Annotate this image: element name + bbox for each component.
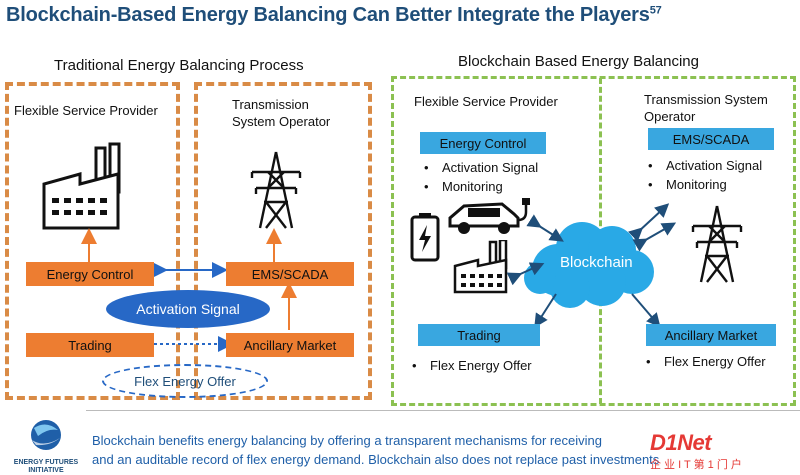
footer-line-2: and an auditable record of flex energy d… [92,452,660,467]
ancillary-bullets: Flex Energy Offer [646,352,766,371]
tso-bullets: Activation Signal Monitoring [648,156,762,194]
fsp-label-left: Flexible Service Provider [14,103,158,118]
watermark-brand: D1Net [650,430,712,455]
trading-box-right: Trading [418,324,540,346]
list-item: Monitoring [424,177,538,196]
energy-control-box-right: Energy Control [420,132,546,154]
tso-frame-left [194,82,372,400]
list-item: Activation Signal [648,156,762,175]
footer-line-1: Blockchain benefits energy balancing by … [92,433,602,448]
tso-label-left: Transmission System Operator [232,97,331,129]
fsp-label-right: Flexible Service Provider [414,94,558,109]
ems-scada-box-right: EMS/SCADA [648,128,774,150]
globe-icon [31,420,61,450]
battery-icon [410,213,440,262]
list-item: Flex Energy Offer [646,352,766,371]
page-title: Blockchain-Based Energy Balancing Can Be… [6,4,662,26]
traditional-heading: Traditional Energy Balancing Process [54,57,304,74]
fsp-frame-left [5,82,180,400]
fsp-bullets: Activation Signal Monitoring [424,158,538,196]
left-arrows [81,228,297,352]
ancillary-market-box-left: Ancillary Market [226,333,354,357]
blockchain-heading: Blockchain Based Energy Balancing [458,53,699,70]
watermark-sub: 企 业 I T 第 1 门 户 [650,459,742,471]
flex-energy-offer-oval: Flex Energy Offer [102,364,268,398]
footer-divider [86,410,800,411]
ems-scada-box-left: EMS/SCADA [226,262,354,286]
blockchain-arrows [506,203,677,328]
efi-logo: ENERGY FUTURES INITIATIVE [4,418,88,474]
transmission-tower-icon [250,151,302,229]
flex-energy-offer-label: Flex Energy Offer [134,373,236,389]
trading-bullets: Flex Energy Offer [412,356,532,375]
tso-label-right: Transmission System Operator [644,92,768,124]
electric-car-icon [448,198,530,234]
list-item: Activation Signal [424,158,538,177]
ancillary-market-box-right: Ancillary Market [646,324,776,346]
efi-logo-text: ENERGY FUTURES INITIATIVE [13,459,79,474]
energy-control-box-left: Energy Control [26,262,154,286]
transmission-tower-icon [691,205,743,283]
factory-icon [40,140,132,232]
list-item: Monitoring [648,175,762,194]
blockchain-label: Blockchain [560,254,633,271]
factory-icon [453,240,508,294]
activation-signal-label: Activation Signal [136,301,240,317]
trading-box-left: Trading [26,333,154,357]
list-item: Flex Energy Offer [412,356,532,375]
activation-signal-oval: Activation Signal [106,290,270,328]
blockchain-frame [391,76,796,406]
